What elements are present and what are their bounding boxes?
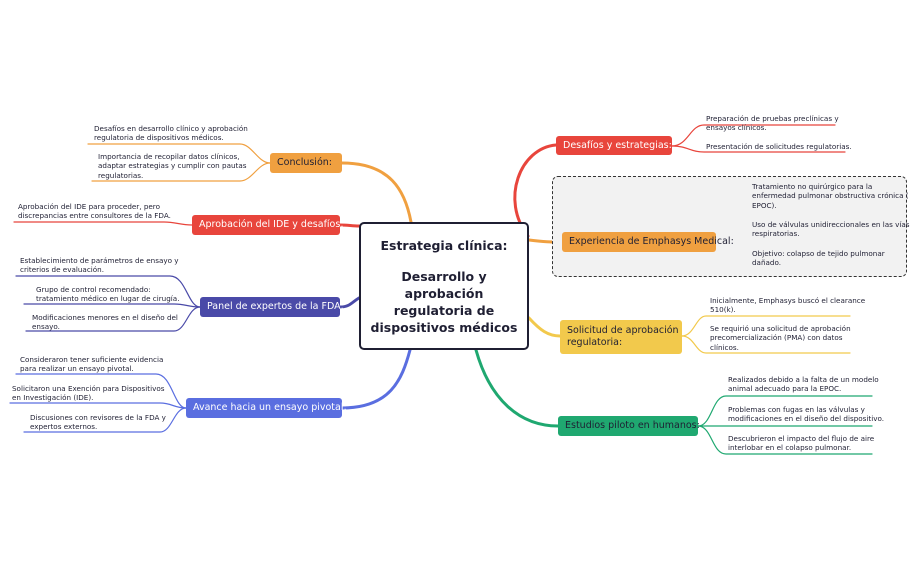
leaf-line: Importancia de recopilar datos clínicos, [98,152,240,161]
leaf-desafios-2[interactable]: Presentación de solicitudes regulatorias… [706,142,852,151]
leaf-line: para realizar un ensayo pivotal. [20,364,134,374]
leaf-experiencia-2[interactable]: Uso de válvulas unidireccionales en las … [752,220,910,239]
branch-panel-expertos[interactable]: Panel de expertos de la FDA: [200,297,344,317]
leaf-line: en Investigación (IDE). [12,393,94,403]
leaf-line: animal adecuado para la EPOC. [728,384,842,394]
branch-conclusion[interactable]: Conclusión: [270,153,342,173]
central-line: dispositivos médicos [370,319,518,335]
leaf-line: discrepancias entre consultores de la FD… [18,211,171,221]
leaf-panel-1[interactable]: Establecimiento de parámetros de ensayo … [20,256,179,275]
leaf-solicitud-2[interactable]: Se requirió una solicitud de aprobación … [710,324,851,352]
central-title: Estrategia clínica: [380,237,508,253]
branch-avance-ensayo-pivotal[interactable]: Avance hacia un ensayo pivotal: [186,398,347,418]
leaf-line: tratamiento médico en lugar de cirugía. [36,294,180,304]
leaf-line: 510(k). [710,305,736,315]
leaf-line: Tratamiento no quirúrgico para la [752,182,873,191]
leaf-desafios-1[interactable]: Preparación de pruebas preclínicas y ens… [706,114,839,133]
leaf-line: Presentación de solicitudes regulatorias… [706,142,852,151]
leaf-avance-2[interactable]: Solicitaron una Exención para Dispositiv… [12,384,165,403]
leaf-line: Modificaciones menores en el diseño del [32,313,178,322]
leaf-solicitud-1[interactable]: Inicialmente, Emphasys buscó el clearanc… [710,296,865,315]
branch-aprobacion-ide[interactable]: Aprobación del IDE y desafíos: [192,215,344,235]
leaf-panel-3[interactable]: Modificaciones menores en el diseño del … [32,313,178,332]
branch-label-line: Solicitud de aprobación [567,325,679,336]
leaf-panel-2[interactable]: Grupo de control recomendado: tratamient… [36,285,180,304]
leaf-line: Problemas con fugas en las válvulas y [728,405,865,414]
branch-solicitud-aprobacion[interactable]: Solicitud de aprobación regulatoria: [560,320,682,354]
leaf-line: ensayo. [32,322,60,332]
leaf-line: EPOC). [752,200,777,210]
leaf-line: Solicitaron una Exención para Dispositiv… [12,384,165,393]
leaf-line: Realizados debido a la falta de un model… [728,375,879,384]
leaf-line: precomercialización (PMA) con datos [710,333,843,343]
leaf-line: Objetivo: colapso de tejido pulmonar [752,249,885,258]
emphasys-highlight-frame [552,176,907,277]
leaf-line: Descubrieron el impacto del flujo de air… [728,434,875,443]
leaf-line: Grupo de control recomendado: [36,285,151,294]
central-line: regulatoria de [393,302,495,318]
leaf-aprobacion-1[interactable]: Aprobación del IDE para proceder, pero d… [18,202,171,221]
branch-experiencia-emphasys[interactable]: Experiencia de Emphasys Medical: [562,232,734,252]
leaf-line: Se requirió una solicitud de aprobación [710,324,851,333]
leaf-line: expertos externos. [30,422,98,432]
central-line: Desarrollo y [401,268,487,284]
leaf-line: adaptar estrategias y cumplir con pautas [98,161,247,171]
leaf-conclusion-2[interactable]: Importancia de recopilar datos clínicos,… [98,152,247,180]
leaf-line: dañado. [752,258,782,268]
leaf-estudios-1[interactable]: Realizados debido a la falta de un model… [728,375,879,394]
leaf-line: Desafíos en desarrollo clínico y aprobac… [94,124,248,133]
branch-desafios-estrategias[interactable]: Desafíos y estrategias: [556,136,672,155]
leaf-avance-3[interactable]: Discusiones con revisores de la FDA y ex… [30,413,166,432]
leaf-line: regulatorias. [98,170,144,180]
leaf-line: Discusiones con revisores de la FDA y [30,413,166,422]
leaf-line: Consideraron tener suficiente evidencia [20,355,164,364]
leaf-line: modificaciones en el diseño del disposit… [728,414,885,424]
central-topic[interactable]: Estrategia clínica: Desarrollo y aprobac… [359,222,529,350]
leaf-line: Aprobación del IDE para proceder, pero [18,202,161,211]
leaf-estudios-3[interactable]: Descubrieron el impacto del flujo de air… [728,434,874,453]
branch-label-line: regulatoria: [567,337,623,348]
leaf-conclusion-1[interactable]: Desafíos en desarrollo clínico y aprobac… [94,124,248,143]
branch-estudios-piloto[interactable]: Estudios piloto en humanos: [558,416,700,436]
leaf-line: ensayos clínicos. [706,123,767,133]
leaf-line: interlobar en el colapso pulmonar. [728,443,852,453]
leaf-line: Inicialmente, Emphasys buscó el clearanc… [710,296,866,305]
leaf-avance-1[interactable]: Consideraron tener suficiente evidencia … [20,355,163,374]
leaf-line: criterios de evaluación. [20,265,105,275]
leaf-estudios-2[interactable]: Problemas con fugas en las válvulas y mo… [728,405,884,424]
leaf-experiencia-1[interactable]: Tratamiento no quirúrgico para la enferm… [752,182,909,210]
leaf-line: enfermedad pulmonar obstructiva crónica … [752,191,909,201]
central-line: aprobación [404,285,484,301]
leaf-line: Preparación de pruebas preclínicas y [706,114,839,123]
leaf-line: respiratorias. [752,229,800,239]
leaf-line: Establecimiento de parámetros de ensayo … [20,256,179,265]
leaf-experiencia-3[interactable]: Objetivo: colapso de tejido pulmonar dañ… [752,249,885,268]
leaf-line: clínicos. [710,342,739,352]
leaf-line: regulatoria de dispositivos médicos. [94,133,224,143]
leaf-line: Uso de válvulas unidireccionales en las … [752,220,910,229]
